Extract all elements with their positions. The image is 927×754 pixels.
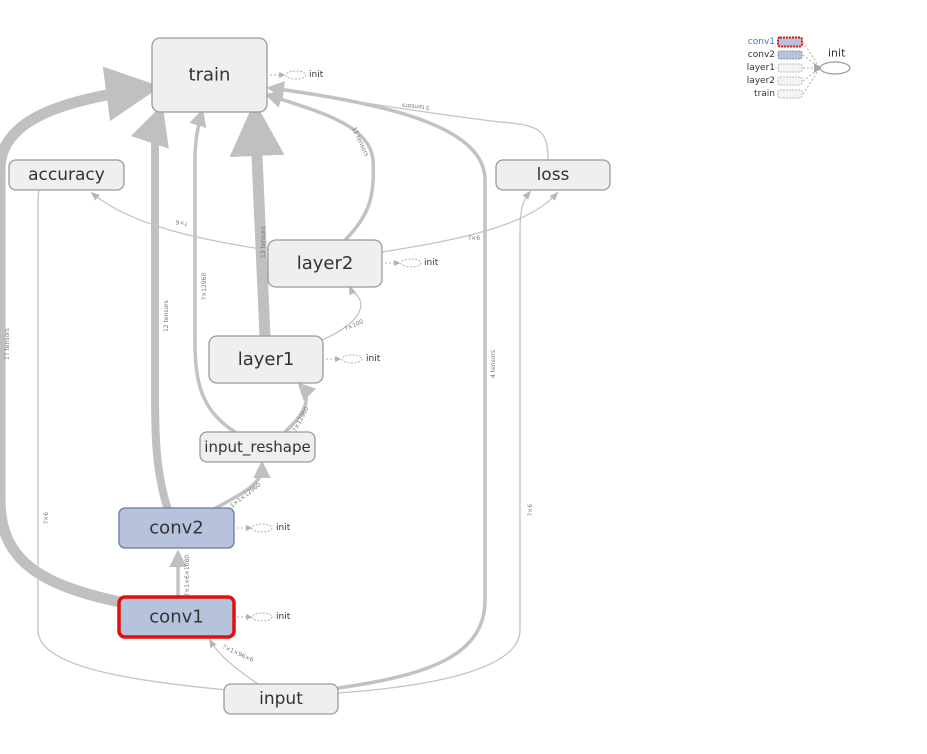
edge-label-conv2-train: 12 tensors — [163, 300, 170, 332]
node-accuracy[interactable]: accuracy — [8, 159, 125, 191]
edge-input-train[interactable] — [266, 81, 487, 690]
edge-label-layer1-layer2: ?×100 — [344, 318, 365, 333]
edge-layer1-train[interactable] — [229, 101, 285, 337]
node-input[interactable]: input — [223, 683, 339, 715]
edge-label-input-accuracy: ?×6 — [43, 512, 50, 524]
edge-loss-train[interactable] — [268, 85, 549, 161]
aux-mini-conv2 — [777, 50, 803, 60]
aux-mini-layer1 — [777, 63, 803, 73]
node-label: conv2 — [149, 518, 203, 539]
aux-init-node[interactable] — [819, 61, 851, 75]
edge-layer2-loss[interactable] — [381, 191, 559, 253]
edge-layer1-layer2[interactable] — [321, 285, 362, 341]
edge-label-loss-train: 3 tensors — [402, 102, 430, 111]
edge-label-input-conv1: ?×1×96×6 — [221, 643, 255, 664]
node-label: conv1 — [149, 607, 203, 628]
aux-init-group[interactable]: conv1 conv2 layer1 layer2 train init — [747, 36, 851, 99]
edge-label-input-train: 4 tensors — [490, 350, 497, 378]
edge-layer2-train[interactable] — [264, 91, 376, 242]
node-input-reshape[interactable]: input_reshape — [199, 431, 316, 463]
aux-item-conv2[interactable]: conv2 — [748, 50, 775, 60]
node-conv1-selected[interactable]: conv1 — [117, 595, 236, 639]
aux-mini-layer2 — [777, 76, 803, 86]
aux-link — [802, 41, 821, 69]
init-label: init — [309, 70, 324, 80]
node-layer2[interactable]: layer2 — [267, 239, 383, 288]
edge-label-input-loss: ?×6 — [527, 504, 534, 516]
init-stub-conv1[interactable]: init — [237, 612, 291, 622]
edge-label-layer1-train: 13 tensors — [260, 226, 267, 258]
aux-mini-conv1 — [777, 36, 803, 48]
edge-label-layer2-accuracy: ?×6 — [175, 218, 188, 227]
aux-item-train[interactable]: train — [754, 89, 775, 99]
edge-label-conv1-train: 17 tensors — [4, 328, 11, 360]
init-stub-layer2[interactable]: init — [385, 258, 439, 268]
edge-reshape-train[interactable] — [189, 108, 236, 434]
aux-item-layer1[interactable]: layer1 — [747, 63, 775, 73]
aux-item-conv1[interactable]: conv1 — [748, 37, 775, 47]
edge-input-loss[interactable] — [337, 190, 532, 694]
init-stub-conv2[interactable]: init — [237, 523, 291, 533]
node-label: input — [259, 689, 303, 709]
aux-arrow — [814, 63, 822, 73]
init-label: init — [276, 523, 291, 533]
node-label: input_reshape — [204, 438, 310, 457]
init-label: init — [366, 354, 381, 364]
edge-label-reshape-train: ?×12960 — [201, 273, 208, 300]
node-label: layer1 — [238, 349, 295, 370]
init-stub-layer1[interactable]: init — [326, 354, 381, 364]
node-label: loss — [537, 165, 570, 185]
edge-conv2-train[interactable] — [130, 104, 172, 512]
node-layer1[interactable]: layer1 — [208, 335, 324, 384]
node-train[interactable]: train — [151, 37, 268, 113]
node-label: accuracy — [28, 165, 105, 185]
edge-label-layer2-loss: ?×6 — [468, 235, 480, 242]
aux-init-label: init — [828, 47, 846, 60]
init-label: init — [424, 258, 439, 268]
edge-label-conv1-conv2: ?×1×6×1080 — [184, 555, 191, 596]
edge-input-conv1[interactable] — [209, 638, 259, 685]
aux-mini-train — [777, 89, 803, 99]
init-label: init — [276, 612, 291, 622]
aux-item-layer2[interactable]: layer2 — [747, 76, 775, 86]
aux-link — [802, 67, 821, 95]
edge-label-reshape-layer1: ?×12960 — [292, 405, 311, 433]
edge-layer2-accuracy[interactable] — [90, 191, 269, 251]
edge-conv1-train[interactable] — [0, 66, 161, 608]
node-loss[interactable]: loss — [495, 159, 611, 191]
init-stub-train[interactable]: init — [270, 70, 324, 80]
node-label: train — [189, 65, 231, 86]
edge-label-conv2-reshape: 1×1×12960 — [229, 481, 262, 509]
node-conv2[interactable]: conv2 — [118, 507, 235, 549]
edge-conv2-reshape[interactable] — [211, 460, 271, 512]
node-label: layer2 — [297, 253, 354, 274]
edge-reshape-layer1[interactable] — [283, 382, 317, 434]
